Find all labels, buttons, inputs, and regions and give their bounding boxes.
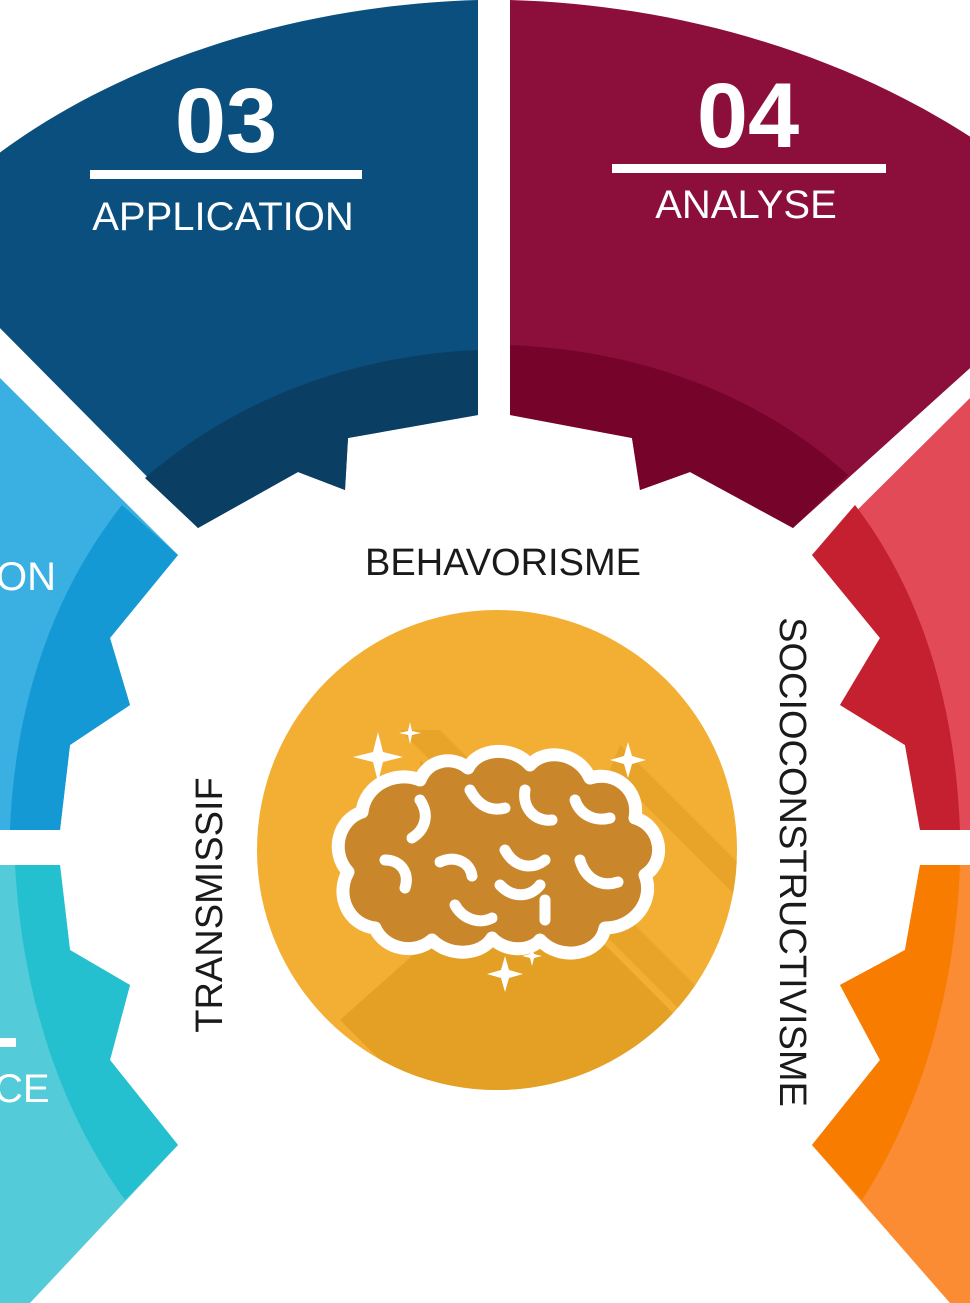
- segment-left-teal-underline: [0, 1038, 16, 1047]
- segment-04-inner-shade: [510, 345, 848, 528]
- sparkle-icon: [353, 722, 646, 992]
- segment-04-label: ANALYSE: [655, 183, 837, 227]
- segment-left-blue[interactable]: ON: [0, 378, 178, 830]
- segment-left-teal[interactable]: CE: [0, 865, 178, 1303]
- segment-left-teal-inner-shade: [15, 865, 178, 1200]
- segment-04-analyse[interactable]: 04 ANALYSE: [510, 0, 970, 528]
- segment-right-orange-inner-shade: [812, 865, 960, 1200]
- segment-right-orange[interactable]: [812, 865, 970, 1303]
- segment-04-number: 04: [697, 65, 799, 167]
- segment-left-blue-label: ON: [0, 555, 56, 599]
- segment-04-underline: [612, 164, 886, 173]
- segment-left-blue-inner-shade: [10, 505, 178, 830]
- label-socioconstructivisme: SOCIOCONSTRUCTIVISME: [771, 617, 813, 1107]
- segment-right-red[interactable]: [812, 398, 970, 830]
- segment-03-number: 03: [175, 70, 277, 172]
- brain-icon: [331, 745, 666, 960]
- segment-03-underline: [90, 170, 362, 179]
- segment-right-red-inner-shade: [812, 505, 960, 830]
- segment-03-inner-shade: [145, 350, 478, 528]
- label-behavorisme: BEHAVORISME: [365, 542, 641, 584]
- segment-03-label: APPLICATION: [92, 195, 354, 239]
- center-circle: [257, 610, 737, 1090]
- label-transmissif: TRANSMISSIF: [189, 777, 231, 1032]
- segment-03-application[interactable]: 03 APPLICATION: [0, 0, 478, 528]
- segment-left-teal-label: CE: [0, 1067, 50, 1111]
